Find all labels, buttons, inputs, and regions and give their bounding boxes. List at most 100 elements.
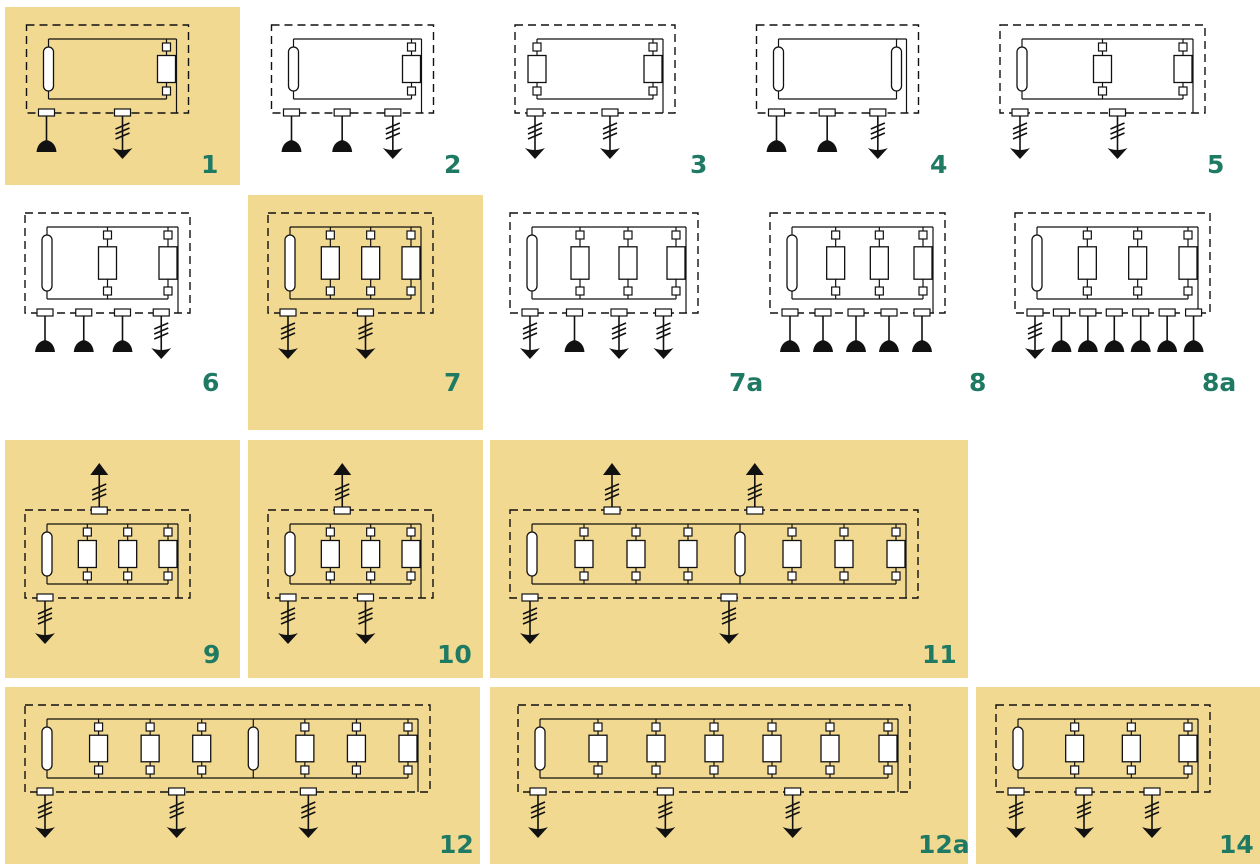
filter-box-icon bbox=[570, 246, 590, 280]
valve-icon bbox=[145, 765, 155, 775]
valve-icon bbox=[123, 571, 133, 581]
valve-icon bbox=[532, 42, 542, 52]
flange-connector-icon bbox=[913, 308, 931, 317]
outlet-flange-icon bbox=[112, 116, 133, 159]
valve-icon bbox=[197, 722, 207, 732]
valve-icon bbox=[163, 230, 173, 240]
filter-box-icon bbox=[646, 734, 666, 763]
tall-vessel-icon bbox=[41, 531, 53, 577]
outlet-round-icon bbox=[1077, 316, 1098, 352]
filter-box-icon bbox=[1077, 246, 1097, 280]
flange-connector-icon bbox=[521, 308, 539, 317]
valve-icon bbox=[325, 571, 335, 581]
valve-icon bbox=[1183, 765, 1193, 775]
panel-number-label: 4 bbox=[930, 150, 948, 179]
diagram-panel-12a bbox=[490, 687, 968, 864]
valve-icon bbox=[351, 765, 362, 775]
panel-number-label: 8 bbox=[969, 368, 987, 397]
outlet-flange-icon bbox=[1074, 795, 1094, 838]
filter-box-icon bbox=[678, 539, 698, 569]
valve-icon bbox=[406, 86, 417, 96]
panel-number-label: 14 bbox=[1219, 830, 1254, 859]
flange-connector-icon bbox=[1184, 308, 1203, 317]
valve-icon bbox=[839, 527, 849, 537]
valve-icon bbox=[406, 230, 416, 240]
valve-icon bbox=[648, 86, 658, 96]
valve-icon bbox=[403, 765, 413, 775]
flange-connector-icon bbox=[1011, 108, 1029, 117]
diagram-panel-14 bbox=[976, 687, 1260, 864]
filter-box-icon bbox=[1128, 246, 1148, 280]
outlet-flange-icon bbox=[653, 316, 674, 359]
filter-box-icon bbox=[118, 539, 138, 569]
valve-icon bbox=[709, 765, 719, 775]
filter-box-icon bbox=[704, 734, 724, 763]
valve-icon bbox=[161, 86, 172, 96]
valve-icon bbox=[145, 722, 155, 732]
flange-connector-icon bbox=[880, 308, 898, 317]
outlet-round-icon bbox=[35, 316, 55, 352]
filter-box-icon bbox=[666, 246, 686, 280]
valve-icon bbox=[366, 571, 376, 581]
schematic-drawing bbox=[24, 212, 191, 359]
valve-icon bbox=[1126, 722, 1136, 732]
diagram-panel-8 bbox=[750, 195, 995, 430]
filter-box-icon bbox=[158, 539, 178, 569]
diagram-panel-11 bbox=[490, 440, 968, 678]
flange-connector-icon bbox=[720, 593, 738, 602]
enclosure-border bbox=[270, 24, 435, 114]
valve-icon bbox=[102, 230, 113, 240]
flange-connector-icon bbox=[784, 787, 802, 796]
filter-box-icon bbox=[1178, 246, 1198, 280]
flange-connector-icon bbox=[299, 787, 317, 796]
valve-icon bbox=[406, 286, 416, 296]
tall-vessel-icon bbox=[1012, 726, 1024, 771]
tall-vessel-icon bbox=[247, 726, 259, 771]
flange-connector-icon bbox=[356, 308, 375, 317]
valve-icon bbox=[651, 765, 661, 775]
panel-number-label: 12a bbox=[918, 830, 970, 859]
outlet-flange-icon bbox=[520, 601, 540, 644]
diagram-panel-4 bbox=[735, 7, 970, 185]
tall-vessel-icon bbox=[42, 46, 55, 92]
valve-icon bbox=[883, 765, 893, 775]
outlet-flange-icon bbox=[528, 795, 548, 838]
flange-connector-icon bbox=[869, 108, 887, 117]
diagram-panel-12 bbox=[5, 687, 480, 864]
valve-icon bbox=[300, 765, 310, 775]
valve-icon bbox=[325, 527, 335, 537]
filter-box-icon bbox=[782, 539, 802, 569]
filter-box-icon bbox=[1173, 54, 1193, 84]
diagram-panel-9 bbox=[5, 440, 240, 678]
tall-vessel-icon bbox=[1031, 234, 1043, 292]
valve-icon bbox=[1070, 765, 1080, 775]
outlet-flange-icon bbox=[719, 601, 739, 644]
flange-connector-icon bbox=[37, 108, 56, 117]
panel-number-label: 11 bbox=[922, 640, 957, 669]
filter-box-icon bbox=[820, 734, 840, 763]
filter-box-icon bbox=[826, 246, 846, 280]
diagram-panel-3 bbox=[495, 7, 725, 185]
outlet-round-icon bbox=[112, 316, 133, 352]
filter-box-icon bbox=[643, 54, 663, 84]
outlet-flange-icon bbox=[90, 463, 109, 507]
valve-icon bbox=[406, 527, 416, 537]
outlet-flange-icon bbox=[525, 116, 545, 159]
valve-icon bbox=[918, 230, 928, 240]
valve-icon bbox=[197, 765, 207, 775]
flange-connector-icon bbox=[767, 108, 786, 117]
panel-number-label: 7 bbox=[444, 368, 462, 397]
valve-icon bbox=[918, 286, 928, 296]
valve-icon bbox=[1183, 230, 1193, 240]
valve-icon bbox=[874, 286, 884, 296]
valve-icon bbox=[161, 42, 172, 52]
valve-icon bbox=[831, 230, 841, 240]
filter-box-icon bbox=[320, 246, 340, 280]
outlet-flange-icon bbox=[603, 463, 621, 507]
filter-box-icon bbox=[913, 246, 933, 280]
schematic-drawing bbox=[1014, 212, 1211, 359]
diagram-panel-5 bbox=[980, 7, 1255, 185]
filter-box-icon bbox=[574, 539, 594, 569]
outlet-flange-icon bbox=[333, 463, 352, 507]
flange-connector-icon bbox=[1007, 787, 1025, 796]
